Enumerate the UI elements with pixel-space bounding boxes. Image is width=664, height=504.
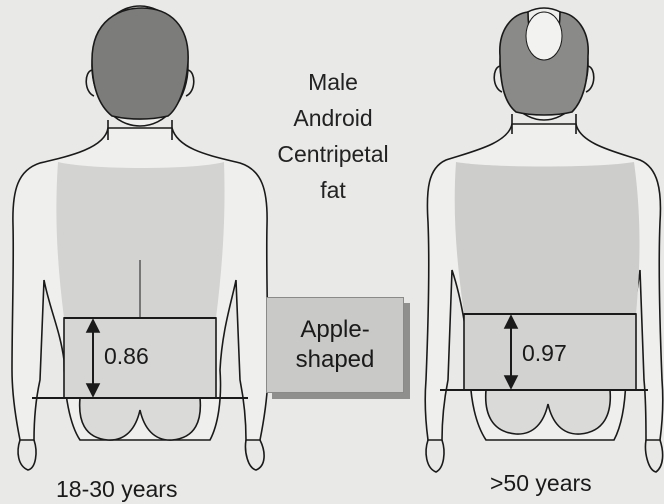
older-bald-spot [526,12,562,60]
older-age-label: >50 years [490,470,592,497]
older-waist-hip-ratio: 0.97 [522,340,567,367]
caption-line-2: Android [248,100,418,136]
young-right-hand [245,440,264,470]
apple-shaped-label-box: Apple- shaped [266,297,404,393]
young-left-hand [18,440,36,470]
apple-label-line-2: shaped [296,345,375,375]
young-man-figure [12,6,268,470]
older-fat-shading [455,162,640,314]
apple-label-line-1: Apple- [300,315,369,345]
young-hair [92,8,188,119]
caption-line-3: Centripetal [248,136,418,172]
young-waist-hip-ratio: 0.86 [104,343,149,370]
condition-caption: Male Android Centripetal fat [248,64,418,208]
older-right-hand [645,440,662,472]
young-age-label: 18-30 years [56,476,177,503]
older-man-figure [425,8,663,472]
caption-line-1: Male [248,64,418,100]
older-left-hand [426,440,444,472]
caption-line-4: fat [248,172,418,208]
